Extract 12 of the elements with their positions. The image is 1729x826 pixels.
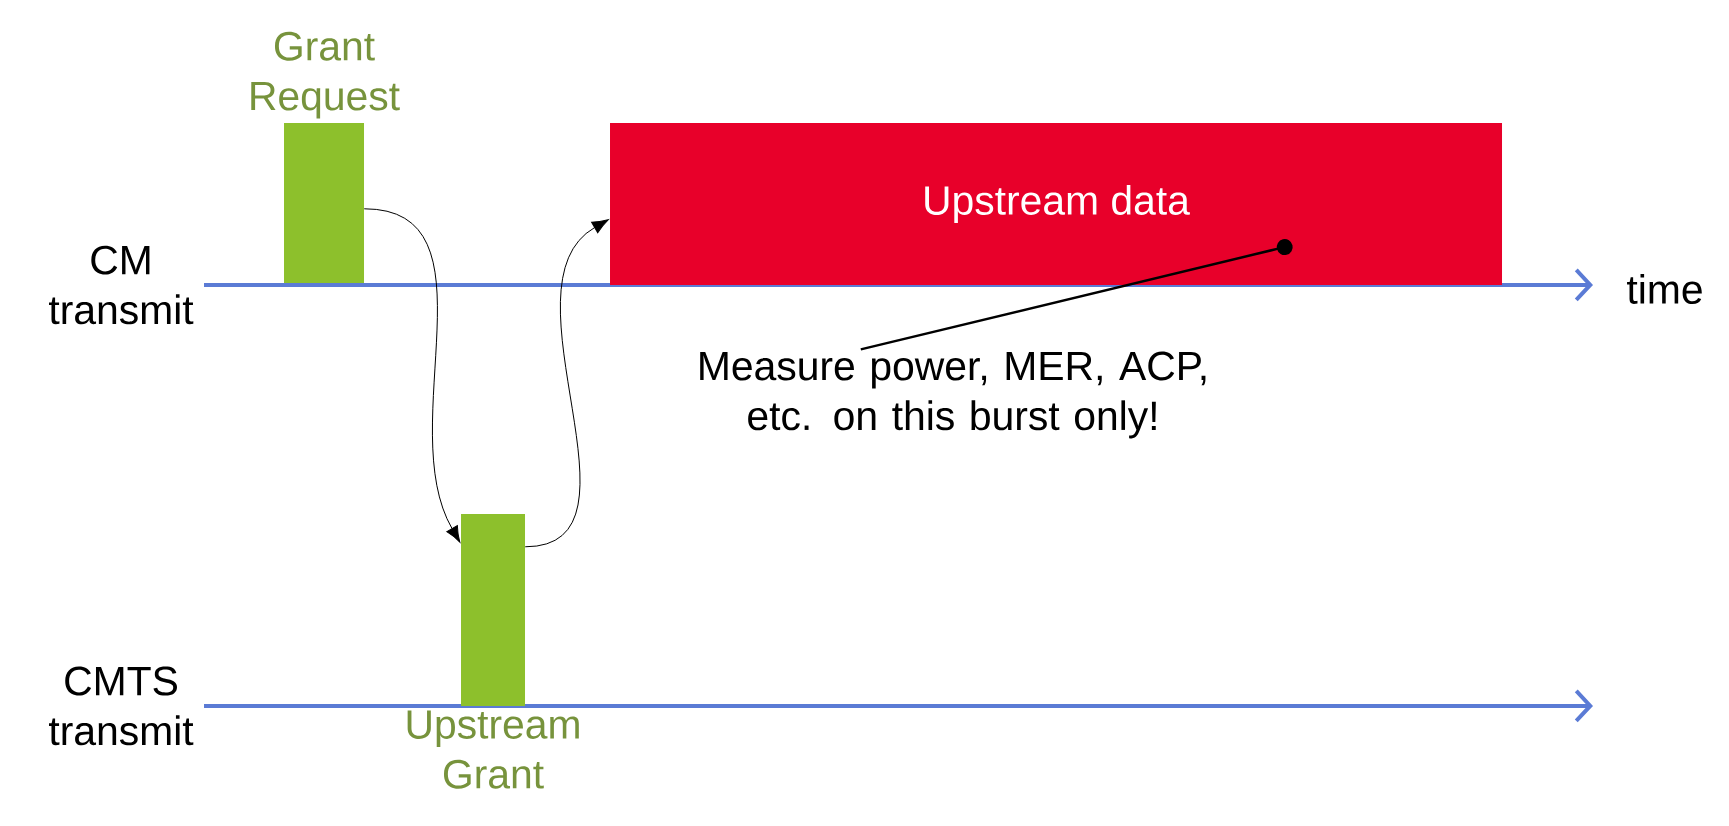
leader-line <box>860 239 1293 351</box>
grant-bar: Upstream Grant <box>407 514 579 789</box>
axis-label: CMTS transmit <box>49 666 194 746</box>
node-label: Upstream Grant <box>407 710 579 789</box>
axis-label: time <box>1627 274 1702 304</box>
axis-label: CM transmit <box>49 245 194 325</box>
arrow <box>363 208 461 543</box>
data-burst: Upstream data <box>610 123 1502 285</box>
arrow <box>524 219 609 548</box>
grant-bar: Grant Request <box>251 31 400 283</box>
node-label: Grant Request <box>251 31 400 119</box>
note-text: Measure power, MER, ACP, etc. on this burst only! <box>700 351 1206 439</box>
